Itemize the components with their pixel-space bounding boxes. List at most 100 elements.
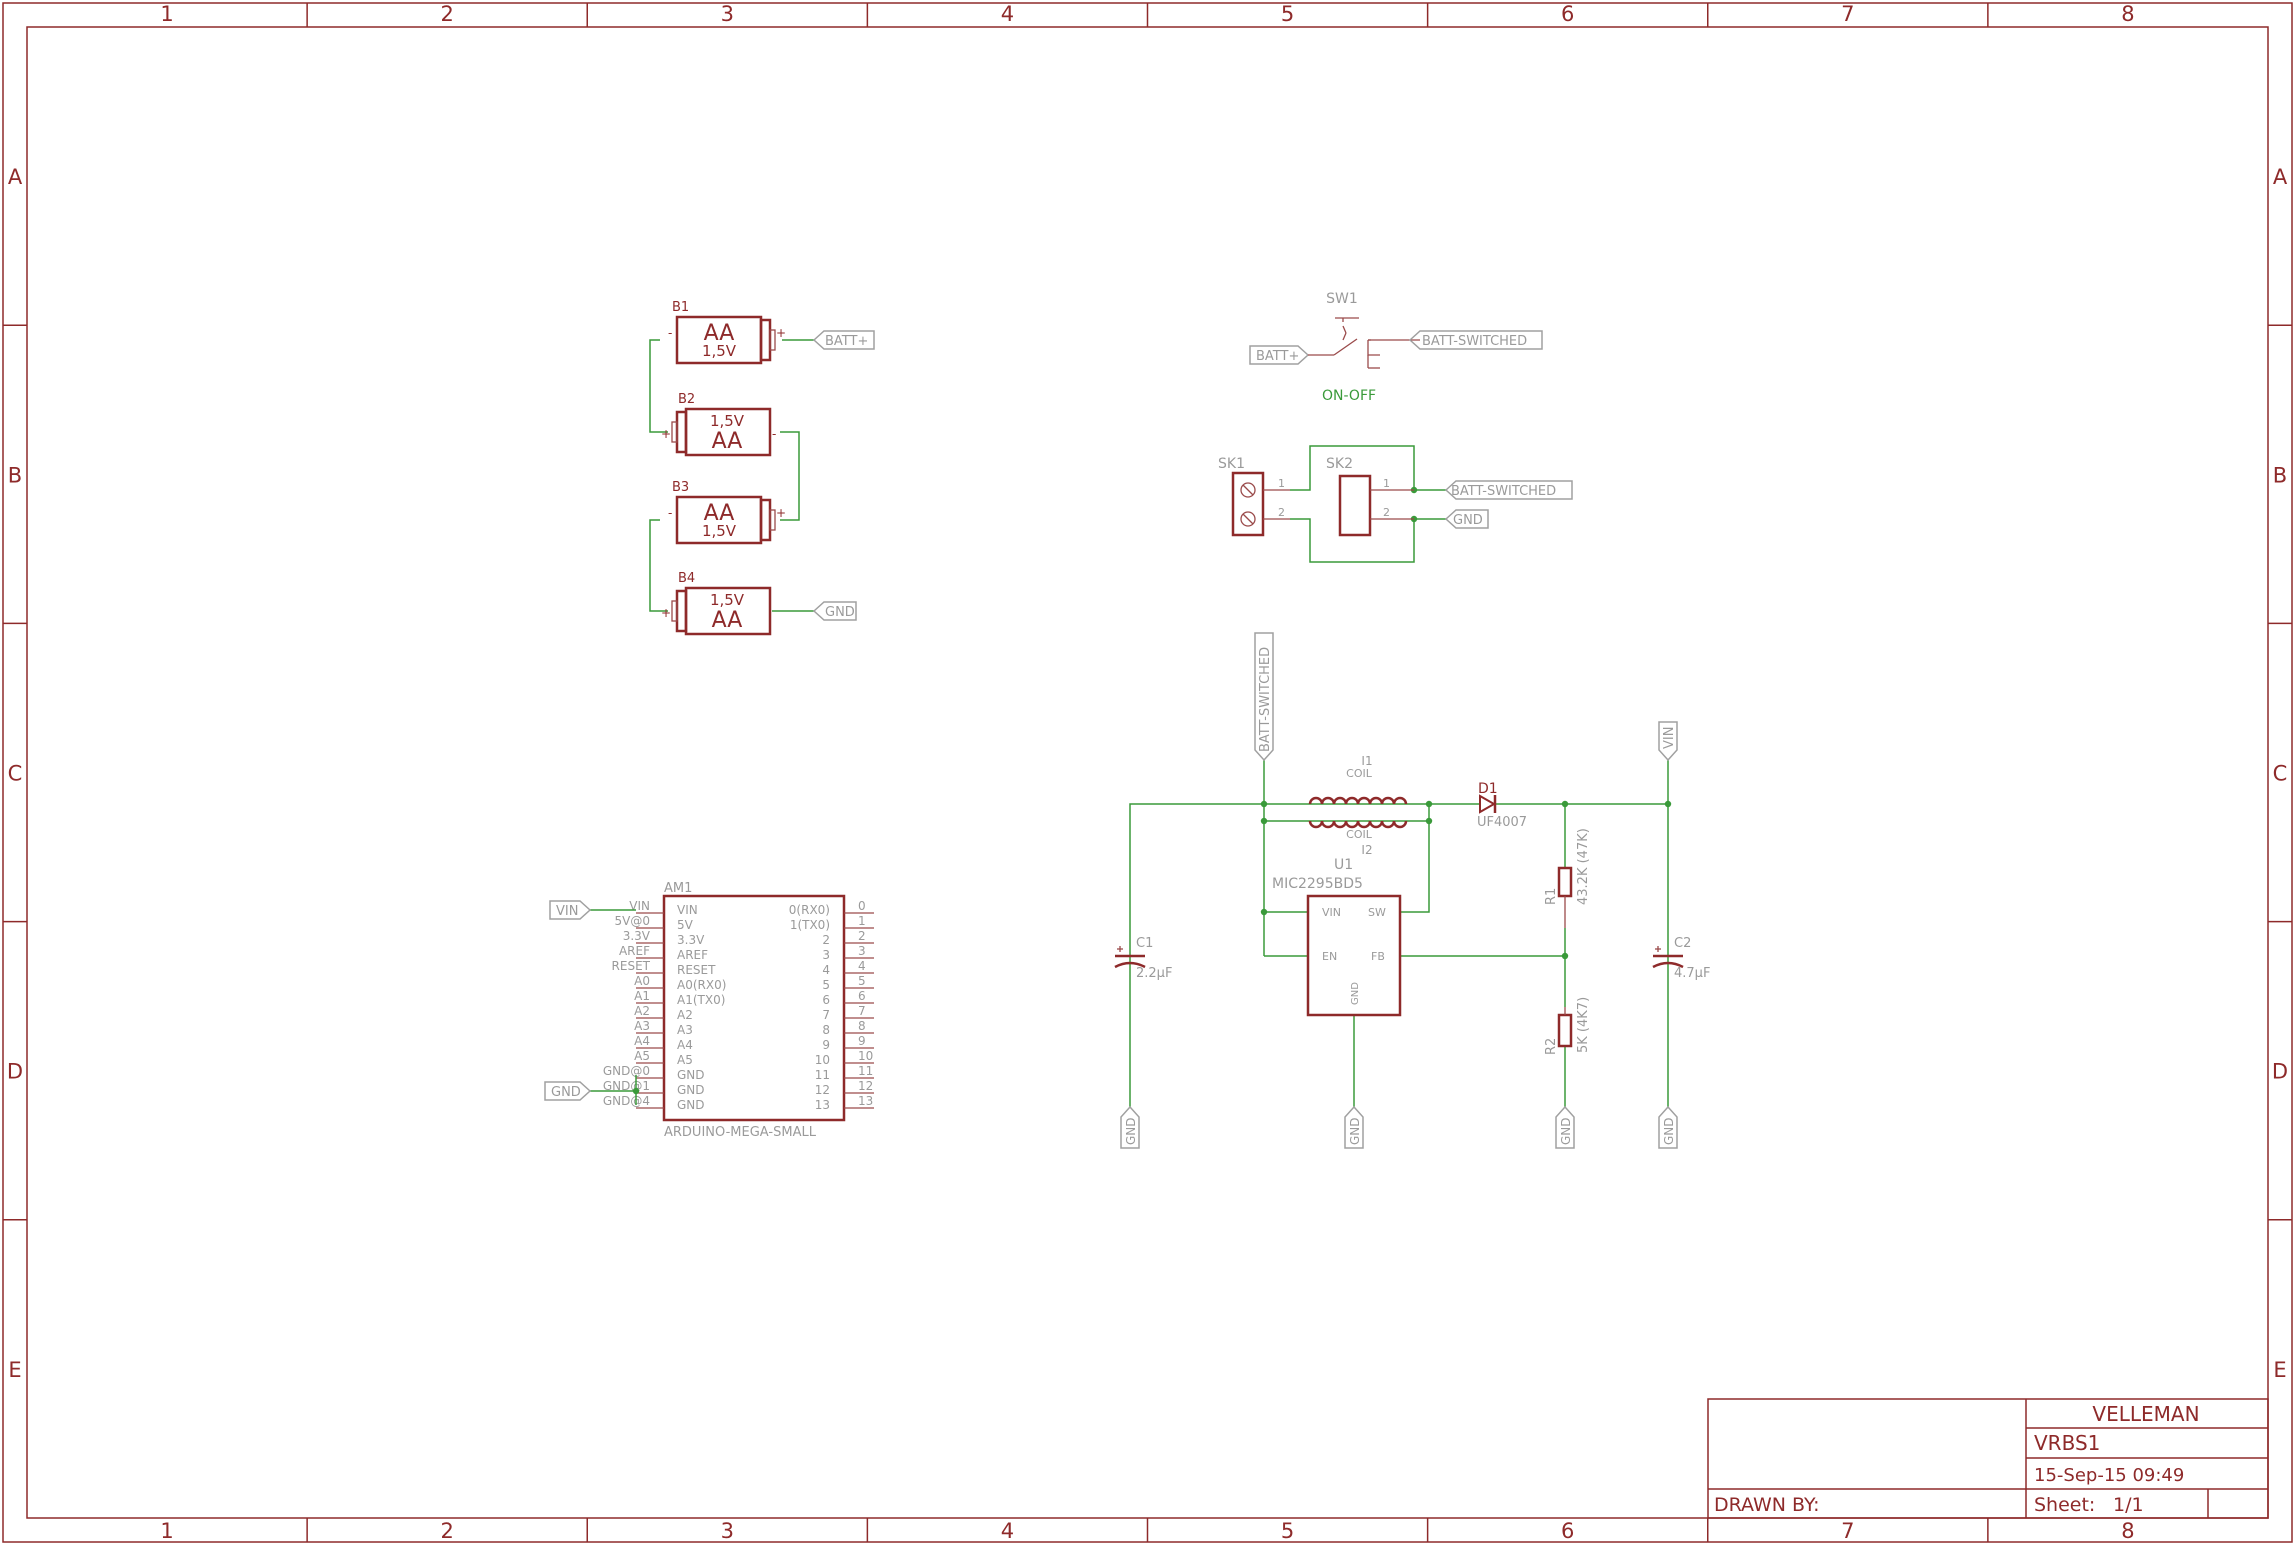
switch-sw1[interactable]: BATT+ SW1 ON-OFF BATT-SWITCHED — [1249, 291, 1543, 404]
arduino-pin-outer-label: 0 — [858, 899, 866, 913]
frame-row-label: D — [2272, 1060, 2288, 1084]
regulator-value: MIC2295BD5 — [1272, 876, 1363, 892]
arduino-pin-label: RESET — [677, 963, 716, 977]
arduino-pin-label: A4 — [677, 1038, 693, 1052]
frame-column-label: 4 — [1001, 1519, 1014, 1543]
arduino-pin-outer-label: 11 — [858, 1064, 873, 1078]
title-sheet-value: 1/1 — [2113, 1494, 2144, 1516]
net-label-gnd[interactable]: GND — [1444, 509, 1489, 529]
battery-type: AA — [712, 429, 743, 454]
svg-text:+: + — [776, 506, 786, 520]
net-label-gnd[interactable]: GND — [1658, 1105, 1678, 1149]
svg-text:2: 2 — [1383, 506, 1390, 519]
svg-text:+: + — [661, 606, 671, 620]
svg-text:C1: C1 — [1136, 936, 1153, 951]
net-label-batt-switched[interactable]: BATT-SWITCHED — [1444, 480, 1573, 500]
svg-text:GND: GND — [1662, 1117, 1676, 1145]
sk1-ref: SK1 — [1218, 456, 1245, 472]
frame-column-label: 3 — [721, 1519, 734, 1543]
regulator-ref: U1 — [1334, 857, 1353, 873]
title-project: VRBS1 — [2034, 1431, 2100, 1455]
net-label-gnd[interactable]: GND — [1120, 1105, 1140, 1149]
arduino-pin-label: A0(RX0) — [677, 978, 726, 992]
battery-pack: B1 AA 1,5V - + B2 1,5V AA + - B3 AA 1,5V… — [649, 300, 875, 636]
frame-row-label: C — [8, 762, 23, 786]
net-label-gnd[interactable]: GND — [1555, 1105, 1575, 1149]
arduino-pin-outer-label: 8 — [858, 1019, 866, 1033]
arduino-pin-label: 6 — [822, 993, 830, 1007]
battery-b2[interactable]: B2 1,5V AA + - — [661, 392, 776, 457]
frame-column-label: 7 — [1841, 2, 1854, 26]
frame-column-label: 6 — [1561, 1519, 1574, 1543]
net-label-gnd[interactable]: GND — [544, 1081, 592, 1101]
battery-b4[interactable]: B4 1,5V AA + — [661, 571, 772, 636]
battery-voltage: 1,5V — [702, 342, 737, 360]
net-label-gnd[interactable]: GND — [812, 601, 857, 621]
net-label-batt-plus[interactable]: BATT+ — [812, 330, 875, 350]
frame-column-label: 2 — [441, 1519, 454, 1543]
svg-text:I2: I2 — [1361, 843, 1372, 857]
frame-column-label: 5 — [1281, 1519, 1294, 1543]
arduino-pin-label: 9 — [822, 1038, 830, 1052]
frame-column-label: 8 — [2121, 2, 2134, 26]
arduino-pin-label: 10 — [815, 1053, 830, 1067]
inductor-i2[interactable]: COIL I2 — [1308, 820, 1408, 857]
arduino-pin-label: A3 — [677, 1023, 693, 1037]
svg-text:-: - — [772, 427, 776, 441]
frame-column-label: 1 — [160, 1519, 173, 1543]
svg-text:5K (4K7): 5K (4K7) — [1576, 997, 1591, 1053]
svg-text:4.7µF: 4.7µF — [1674, 966, 1710, 981]
svg-text:SW: SW — [1368, 906, 1386, 919]
svg-text:2.2µF: 2.2µF — [1136, 966, 1172, 981]
capacitor-c1[interactable]: C1 2.2µF — [1114, 936, 1172, 981]
capacitor-c2[interactable]: C2 4.7µF — [1652, 936, 1710, 981]
arduino-pin-outer-label: 13 — [858, 1094, 873, 1108]
switch-ref: SW1 — [1326, 291, 1358, 307]
resistor-r2[interactable]: R2 5K (4K7) — [1544, 997, 1591, 1055]
arduino-pin-outer-label: RESET — [612, 959, 651, 973]
diode-value: UF4007 — [1477, 815, 1527, 830]
net-label-vin[interactable]: VIN — [549, 900, 592, 920]
connector-sk2[interactable]: SK2 1 2 — [1326, 456, 1414, 537]
net-label-batt-switched[interactable]: BATT-SWITCHED — [1254, 632, 1274, 762]
arduino-pin-label: 0(RX0) — [789, 903, 830, 917]
arduino-pin-outer-label: 3.3V — [623, 929, 651, 943]
resistor-r1[interactable]: R1 43.2K (47K) — [1544, 828, 1591, 928]
svg-text:GND: GND — [1559, 1117, 1573, 1145]
title-block: VELLEMAN VRBS1 15-Sep-15 09:49 DRAWN BY:… — [1707, 1398, 2269, 1519]
svg-text:GND: GND — [825, 605, 855, 620]
battery-ref: B1 — [672, 300, 689, 315]
svg-text:+: + — [776, 326, 786, 340]
battery-b1[interactable]: B1 AA 1,5V - + — [668, 300, 786, 365]
svg-text:BATT+: BATT+ — [825, 334, 868, 349]
net-label-vin[interactable]: VIN — [1658, 721, 1678, 762]
battery-type: AA — [704, 501, 735, 526]
diode-ref: D1 — [1478, 781, 1498, 797]
battery-type: AA — [712, 608, 743, 633]
svg-text:VIN: VIN — [1322, 906, 1341, 919]
arduino-pin-label: 7 — [822, 1008, 830, 1022]
frame-column-label: 1 — [160, 2, 173, 26]
arduino-pin-label: 3 — [822, 948, 830, 962]
frame-row-label: C — [2273, 762, 2288, 786]
diode-d1[interactable]: D1 D1 UF4007 — [1477, 781, 1527, 830]
arduino-pin-label: AREF — [677, 948, 708, 962]
regulator-u1[interactable]: U1 MIC2295BD5 VIN SW EN FB GND — [1272, 857, 1402, 1017]
sk2-ref: SK2 — [1326, 456, 1353, 472]
battery-b3[interactable]: B3 AA 1,5V - + — [668, 480, 786, 545]
svg-text:GND: GND — [1350, 982, 1361, 1005]
arduino-pin-outer-label: 5 — [858, 974, 866, 988]
arduino-pin-label: 13 — [815, 1098, 830, 1112]
frame-row-label: A — [8, 165, 23, 189]
net-label-batt-plus: BATT+ — [1256, 349, 1299, 364]
inductor-i1[interactable]: I1 COIL — [1308, 754, 1408, 805]
frame-row-label: B — [8, 463, 22, 487]
frame-column-label: 8 — [2121, 1519, 2134, 1543]
svg-text:GND: GND — [551, 1085, 581, 1100]
svg-text:GND: GND — [1124, 1117, 1138, 1145]
arduino-pin-outer-label: 3 — [858, 944, 866, 958]
net-label-gnd[interactable]: GND — [1344, 1105, 1364, 1149]
connector-sk1[interactable]: SK1 1 2 — [1218, 456, 1290, 537]
svg-text:2: 2 — [1278, 506, 1285, 519]
